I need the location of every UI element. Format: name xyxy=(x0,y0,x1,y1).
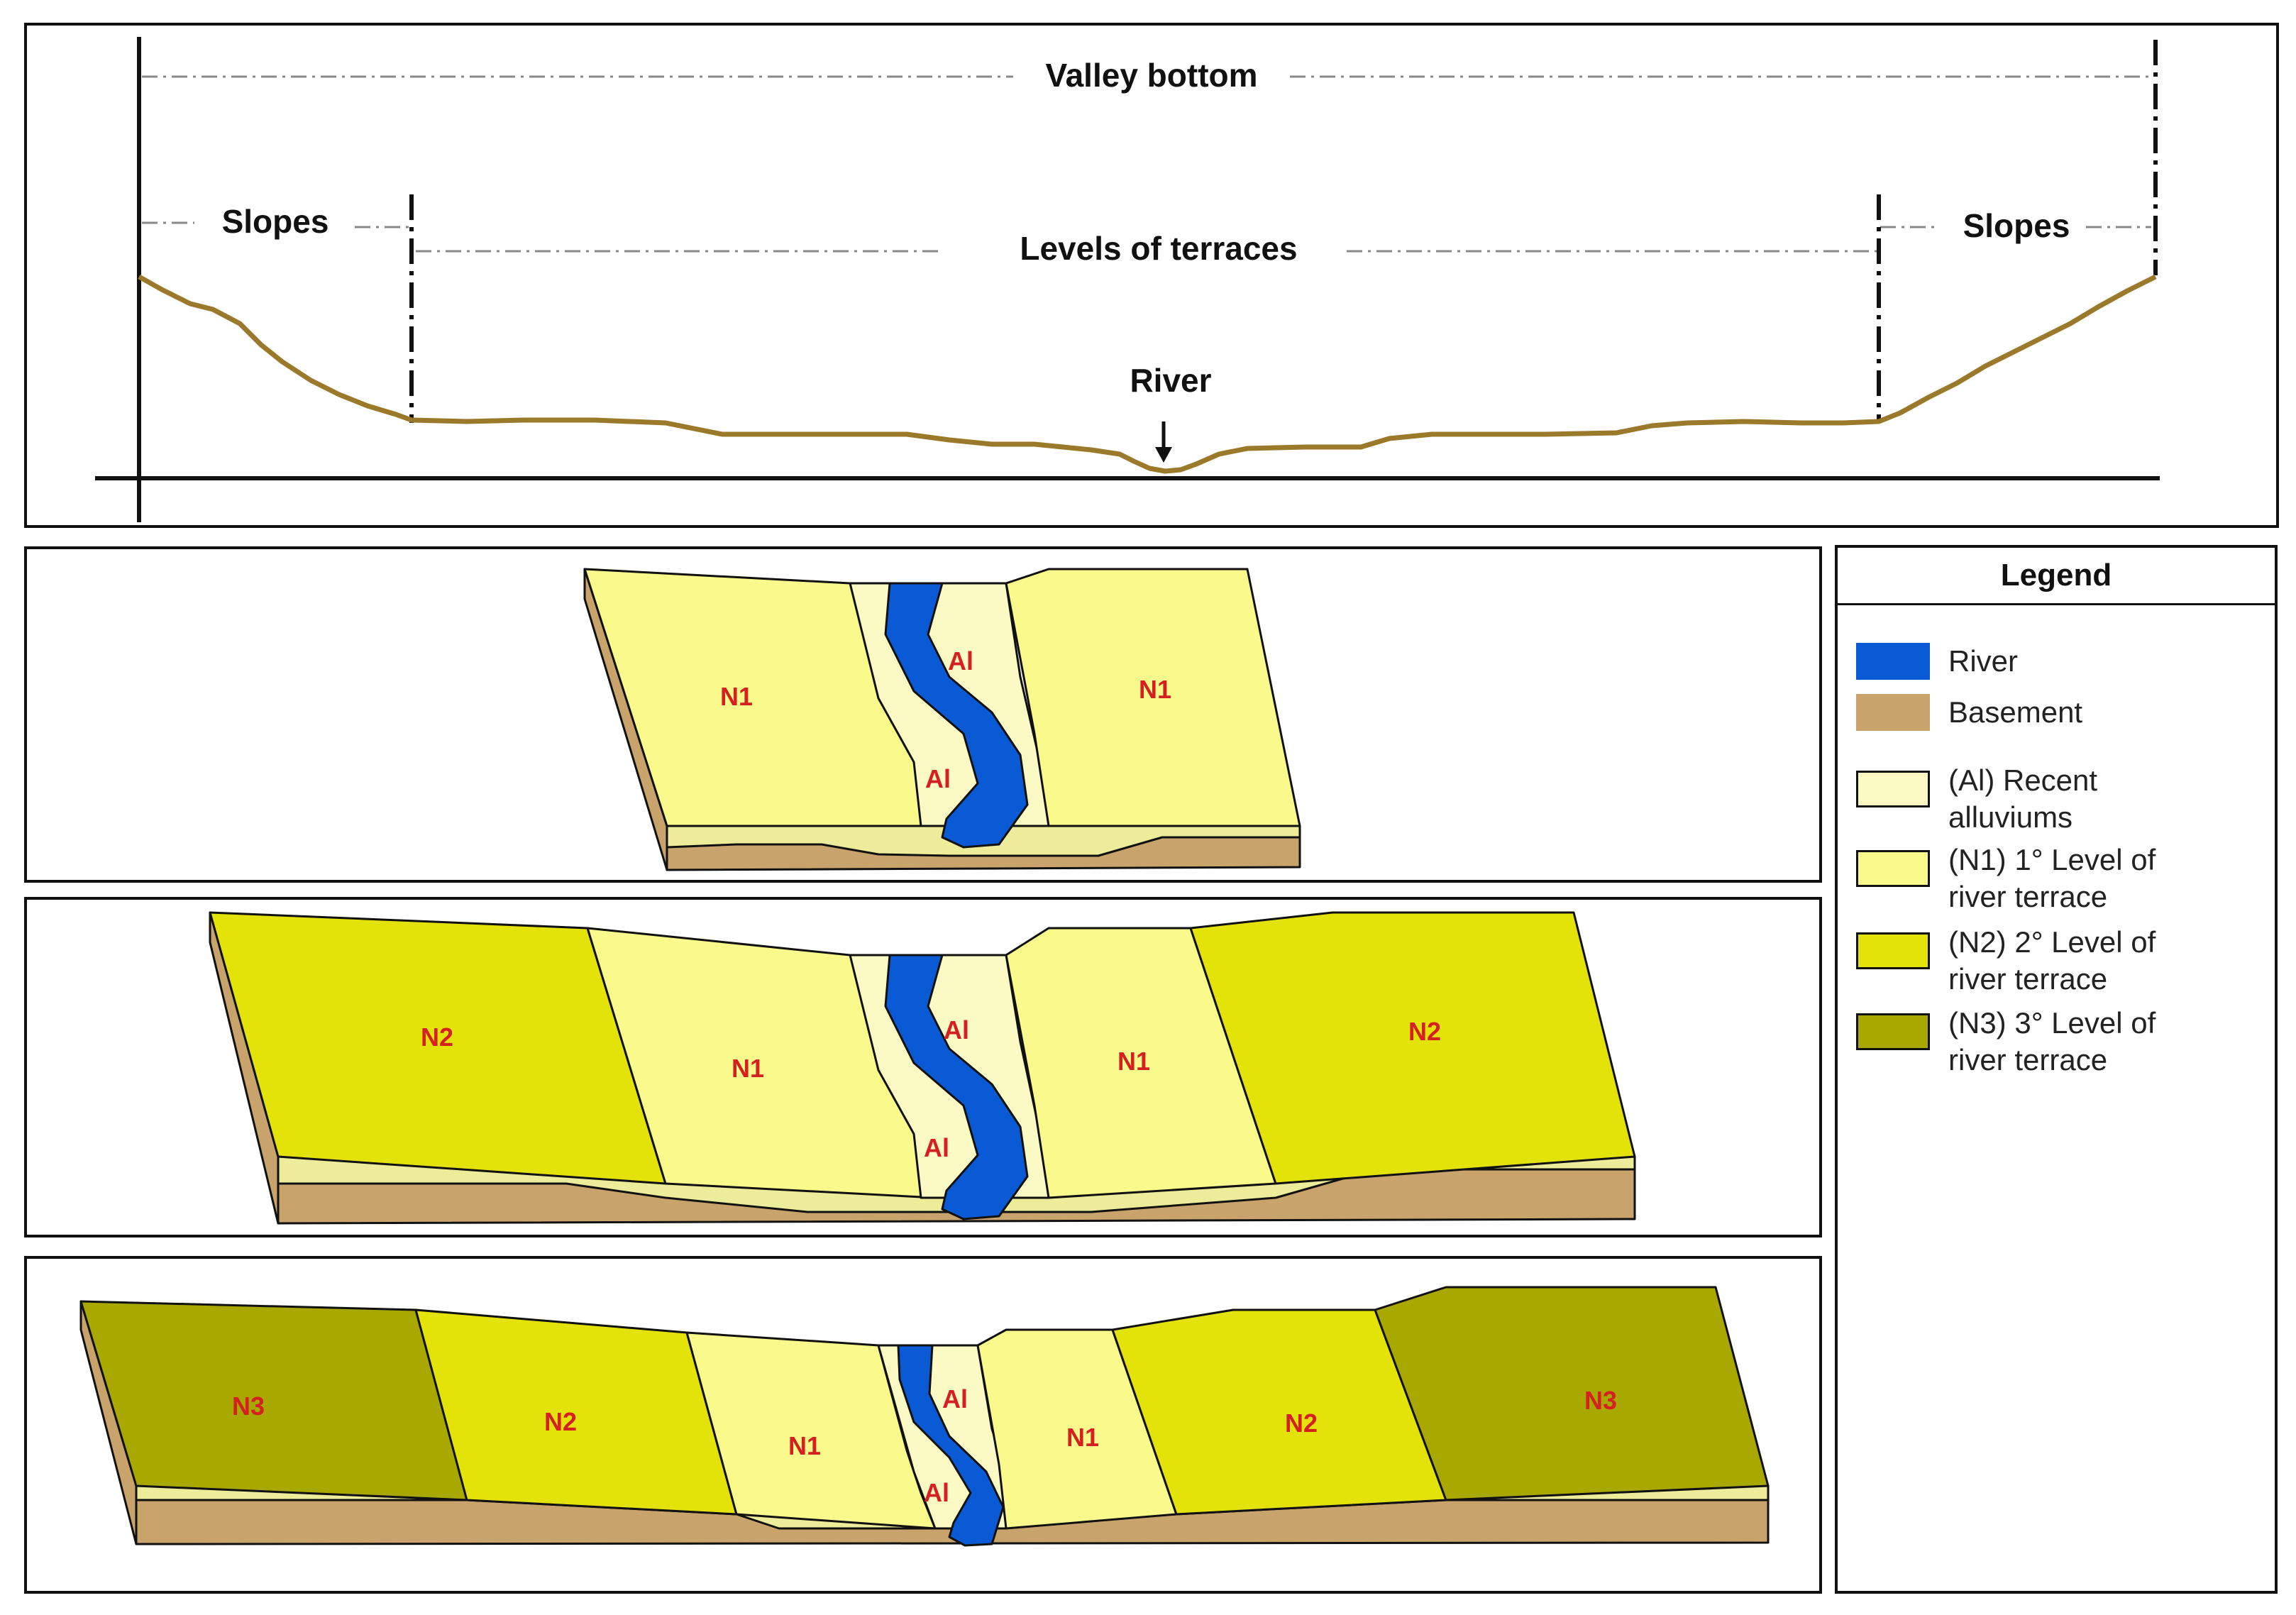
slopes-right-label: Slopes xyxy=(1963,207,2070,244)
zone-n2-left: N2 xyxy=(421,1023,453,1052)
block-diagram-stage-1: N1 N1 Al Al xyxy=(24,546,1822,883)
legend-label-n1: (N1) 1° Level of river terrace xyxy=(1948,843,2156,913)
river-channel xyxy=(884,582,1029,849)
block-diagram-stage-2: N2 N1 Al Al N1 N2 xyxy=(24,897,1822,1238)
levels-of-terraces-label: Levels of terraces xyxy=(1020,230,1297,267)
terrain-profile xyxy=(138,274,2157,474)
zone-al-lower: Al xyxy=(925,764,951,793)
n1-right-top xyxy=(1005,568,1301,827)
zone-n1-left: N1 xyxy=(732,1054,764,1083)
profile-panel: Valley bottom Slopes Levels of terraces … xyxy=(24,23,2279,528)
legend-item-river: River xyxy=(1856,643,2190,680)
block-diagram-stage-3: N3 N2 N1 Al Al N1 N2 N3 xyxy=(24,1256,1822,1594)
zone-n1-right: N1 xyxy=(1139,675,1171,704)
zone-n3-left: N3 xyxy=(232,1391,265,1421)
n3-left-top xyxy=(79,1300,468,1501)
legend-panel: Legend River Basement (Al) Recent alluvi… xyxy=(1835,545,2278,1594)
al-swatch xyxy=(1856,771,1930,808)
zone-al-lower: Al xyxy=(924,1478,949,1507)
zone-n1-left: N1 xyxy=(720,682,753,711)
valley-bottom-label: Valley bottom xyxy=(1045,57,1257,94)
n1-swatch xyxy=(1856,850,1930,887)
zone-n1-right: N1 xyxy=(1066,1423,1099,1452)
zone-n2-right: N2 xyxy=(1285,1409,1318,1438)
zone-al-upper: Al xyxy=(944,1015,969,1044)
n3-right-top xyxy=(1374,1286,1770,1501)
legend-label-basement: Basement xyxy=(1948,695,2083,729)
zone-n1-left: N1 xyxy=(788,1431,821,1460)
river-channel xyxy=(897,1344,1005,1547)
n2-right-top xyxy=(1189,911,1636,1185)
legend-label-river: River xyxy=(1948,644,2019,678)
legend-item-al: (Al) Recent alluviums xyxy=(1856,762,2190,836)
river-swatch xyxy=(1856,643,1930,680)
block-diagram-2: N2 N1 Al Al N1 N2 xyxy=(209,911,1636,1225)
legend-item-basement: Basement xyxy=(1856,694,2190,731)
n3-swatch xyxy=(1856,1013,1930,1050)
zone-n2-left: N2 xyxy=(544,1407,577,1436)
guide-lines xyxy=(142,75,2151,253)
zone-al-lower: Al xyxy=(924,1133,949,1162)
slopes-left-label: Slopes xyxy=(222,203,329,240)
zone-n2-right: N2 xyxy=(1408,1017,1441,1046)
legend-item-n1: (N1) 1° Level of river terrace xyxy=(1856,842,2190,915)
zone-n1-right: N1 xyxy=(1117,1047,1150,1076)
legend-label-n3: (N3) 3° Level of river terrace xyxy=(1948,1006,2156,1076)
zone-n3-right: N3 xyxy=(1584,1386,1617,1415)
basement-swatch xyxy=(1856,694,1930,731)
profile-diagram: Valley bottom Slopes Levels of terraces … xyxy=(95,37,2160,522)
boundary-lines xyxy=(409,40,2158,423)
river-arrow xyxy=(1155,421,1172,463)
river-label: River xyxy=(1130,362,1211,399)
block-diagram-1: N1 N1 Al Al xyxy=(583,568,1301,871)
zone-al-upper: Al xyxy=(948,646,973,676)
legend-label-n2: (N2) 2° Level of river terrace xyxy=(1948,925,2156,996)
block-diagram-3: N3 N2 N1 Al Al N1 N2 N3 xyxy=(79,1286,1770,1547)
river-channel xyxy=(884,954,1029,1220)
zone-al-upper: Al xyxy=(942,1384,968,1413)
legend-item-n2: (N2) 2° Level of river terrace xyxy=(1856,924,2190,998)
legend-item-n3: (N3) 3° Level of river terrace xyxy=(1856,1005,2190,1079)
legend-label-al: (Al) Recent alluviums xyxy=(1948,764,2098,834)
n2-swatch xyxy=(1856,932,1930,969)
legend-title: Legend xyxy=(1838,548,2275,605)
